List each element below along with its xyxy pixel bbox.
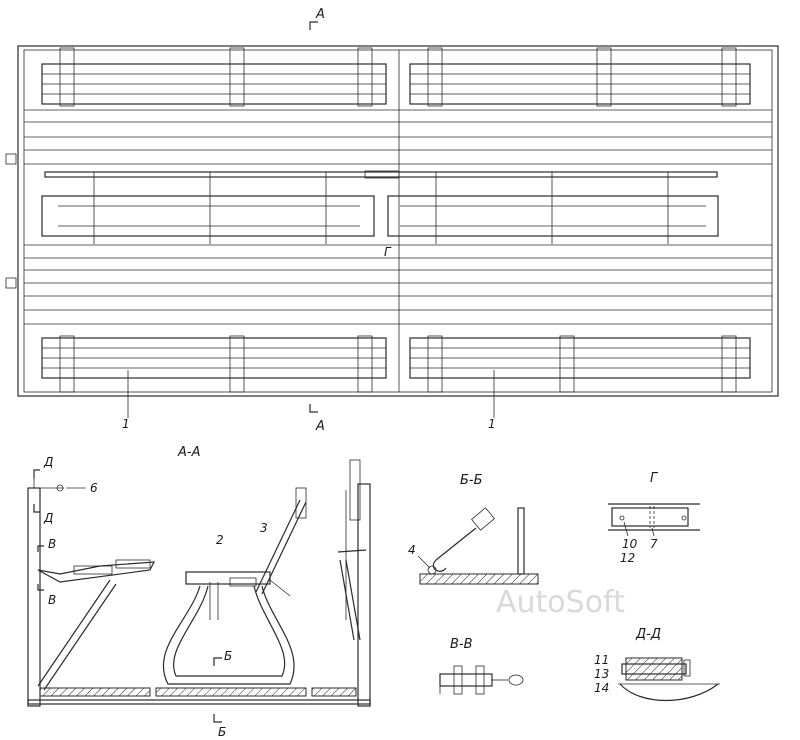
callout-4: 4 [408, 543, 416, 557]
section-d-mark-bottom: Д [43, 511, 53, 525]
callout-12: 12 [620, 551, 635, 565]
section-dd-drawing [618, 657, 720, 701]
bench-bottom-right [409, 335, 751, 393]
callout-2: 2 [216, 533, 224, 547]
bench-top-right [409, 47, 751, 107]
floor-boards [24, 50, 772, 392]
section-d-mark-top: Д [43, 455, 53, 469]
callout-13: 13 [594, 667, 609, 681]
bench-bottom-left [41, 335, 387, 393]
section-vv-drawing [439, 665, 524, 695]
section-bb-drawing [417, 507, 539, 585]
section-bb-title: Б-Б [460, 473, 483, 488]
callout-6: 6 [90, 481, 98, 495]
callout-11: 11 [594, 653, 609, 667]
callout-3: 3 [260, 521, 268, 535]
section-vv-title: В-В [450, 637, 473, 652]
callout-7: 7 [650, 537, 658, 551]
section-b-mark-bottom: Б [218, 725, 226, 739]
section-a-bottom-mark: А [315, 419, 325, 434]
section-dd-title: Д-Д [635, 627, 661, 642]
callout-10: 10 [622, 537, 638, 551]
platform-plan-view [5, 21, 779, 418]
callout-14: 14 [594, 681, 609, 695]
bench-middle-right [387, 172, 719, 244]
view-g-drawing [608, 503, 700, 537]
section-a-top-mark: А [315, 7, 325, 22]
bench-middle-left [41, 172, 375, 244]
section-aa-title: А-А [177, 445, 200, 460]
bench-top-left [41, 47, 387, 107]
watermark: AutoSoft [496, 585, 625, 620]
section-aa-drawing [27, 459, 371, 723]
section-b-mark-top: Б [224, 649, 232, 663]
callout-1-left: 1 [122, 417, 130, 431]
section-v-mark-bottom: В [48, 593, 56, 607]
view-g-mark: Г [384, 245, 392, 259]
callout-1-right: 1 [488, 417, 496, 431]
section-v-mark-top: В [48, 537, 56, 551]
view-g-title: Г [650, 471, 659, 486]
